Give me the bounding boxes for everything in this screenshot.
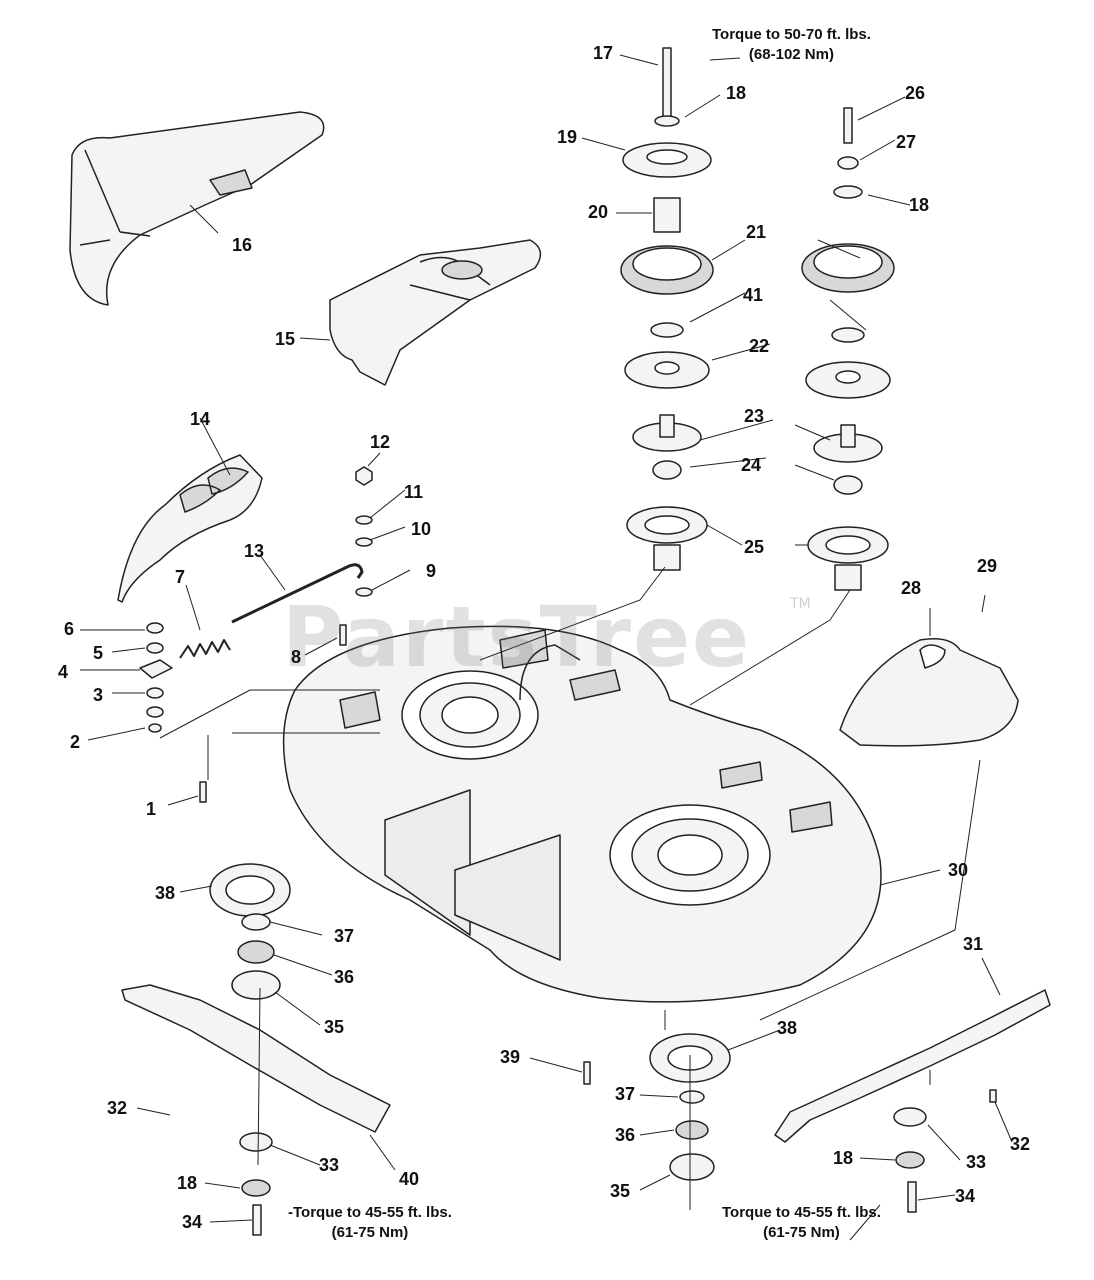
callout-32-left[interactable]: 32 <box>107 1098 128 1118</box>
callout-18-lower-right[interactable]: 18 <box>833 1148 854 1168</box>
callout-3[interactable]: 3 <box>93 685 104 705</box>
callout-40[interactable]: 40 <box>399 1169 420 1189</box>
callout-28[interactable]: 28 <box>901 578 922 598</box>
leader-lines <box>80 54 1013 1241</box>
part-30-mower-deck <box>282 625 882 1003</box>
callout-4[interactable]: 4 <box>58 662 69 682</box>
part-40-blade-left <box>121 984 391 1133</box>
callout-15[interactable]: 15 <box>275 329 296 349</box>
callout-36-left[interactable]: 36 <box>334 967 355 987</box>
callout-6[interactable]: 6 <box>64 619 75 639</box>
callout-34-right[interactable]: 34 <box>955 1186 976 1206</box>
torque-note-bottom-left: -Torque to 45-55 ft. lbs. (61-75 Nm) <box>288 1203 452 1242</box>
torque-note-top-line1: Torque to 50-70 ft. lbs. <box>712 26 871 43</box>
part-7-spring <box>179 639 231 659</box>
watermark-trademark: TM <box>790 596 811 612</box>
callout-22[interactable]: 22 <box>749 336 770 356</box>
spindle-assembly-right <box>801 107 895 591</box>
lower-hardware <box>239 1061 997 1236</box>
callout-39[interactable]: 39 <box>500 1047 521 1067</box>
part-14-deflector <box>117 454 263 603</box>
callout-5[interactable]: 5 <box>93 643 104 663</box>
callout-21[interactable]: 21 <box>746 222 767 242</box>
callout-34-left[interactable]: 34 <box>182 1212 203 1232</box>
spindle-assembly-left <box>620 47 714 571</box>
torque-note-top: Torque to 50-70 ft. lbs. (68-102 Nm) <box>712 25 871 64</box>
part-15-belt-cover <box>329 239 542 386</box>
callout-32-right[interactable]: 32 <box>1010 1134 1031 1154</box>
callout-1[interactable]: 1 <box>146 799 157 819</box>
callout-30[interactable]: 30 <box>948 860 969 880</box>
callout-23[interactable]: 23 <box>744 406 765 426</box>
callout-8[interactable]: 8 <box>291 647 302 667</box>
callout-37-right[interactable]: 37 <box>615 1084 636 1104</box>
callout-12[interactable]: 12 <box>370 432 391 452</box>
torque-note-top-line2: (68-102 Nm) <box>748 45 834 63</box>
callout-13[interactable]: 13 <box>244 541 265 561</box>
torque-note-bottom-left-line1: -Torque to 45-55 ft. lbs. <box>288 1204 452 1221</box>
callout-18-lower-left[interactable]: 18 <box>177 1173 198 1193</box>
callout-26[interactable]: 26 <box>905 83 926 103</box>
callout-14[interactable]: 14 <box>190 409 211 429</box>
callout-31[interactable]: 31 <box>963 934 984 954</box>
lower-spindle-left <box>209 863 291 1000</box>
part-16-rear-shield <box>69 111 325 306</box>
callout-2[interactable]: 2 <box>70 732 81 752</box>
callout-33-right[interactable]: 33 <box>966 1152 987 1172</box>
watermark: PartsTree <box>282 588 752 686</box>
callout-11[interactable]: 11 <box>404 482 424 502</box>
hardware-stack-left <box>139 622 173 733</box>
callout-16[interactable]: 16 <box>232 235 253 255</box>
callout-41[interactable]: 41 <box>743 285 764 305</box>
callout-18-top[interactable]: 18 <box>726 83 747 103</box>
callout-35-right[interactable]: 35 <box>610 1181 631 1201</box>
part-13-rod <box>231 563 364 624</box>
callout-38-left[interactable]: 38 <box>155 883 176 903</box>
callout-38-right[interactable]: 38 <box>777 1018 798 1038</box>
callout-27[interactable]: 27 <box>896 132 917 152</box>
torque-note-bottom-right-line2: (61-75 Nm) <box>763 1223 840 1241</box>
callout-29[interactable]: 29 <box>977 556 998 576</box>
callout-24[interactable]: 24 <box>741 455 762 475</box>
torque-note-bottom-right-line1: Torque to 45-55 ft. lbs. <box>722 1204 881 1221</box>
callout-10[interactable]: 10 <box>411 519 432 539</box>
callout-19[interactable]: 19 <box>557 127 578 147</box>
part-28-deflector-cover <box>839 638 1019 747</box>
callout-20[interactable]: 20 <box>588 202 609 222</box>
callout-33-left[interactable]: 33 <box>319 1155 340 1175</box>
callout-7[interactable]: 7 <box>175 567 186 587</box>
torque-note-bottom-left-line2: (61-75 Nm) <box>331 1223 409 1241</box>
callout-18-right[interactable]: 18 <box>909 195 930 215</box>
callout-37-left[interactable]: 37 <box>334 926 355 946</box>
callout-9[interactable]: 9 <box>426 561 437 581</box>
callout-17[interactable]: 17 <box>593 43 614 63</box>
part-31-blade-right <box>774 989 1051 1143</box>
callout-25[interactable]: 25 <box>744 537 765 557</box>
callout-35-left[interactable]: 35 <box>324 1017 345 1037</box>
callout-36-right[interactable]: 36 <box>615 1125 636 1145</box>
torque-note-bottom-right: Torque to 45-55 ft. lbs. (61-75 Nm) <box>722 1203 881 1242</box>
hardware-stack-middle <box>199 466 373 803</box>
